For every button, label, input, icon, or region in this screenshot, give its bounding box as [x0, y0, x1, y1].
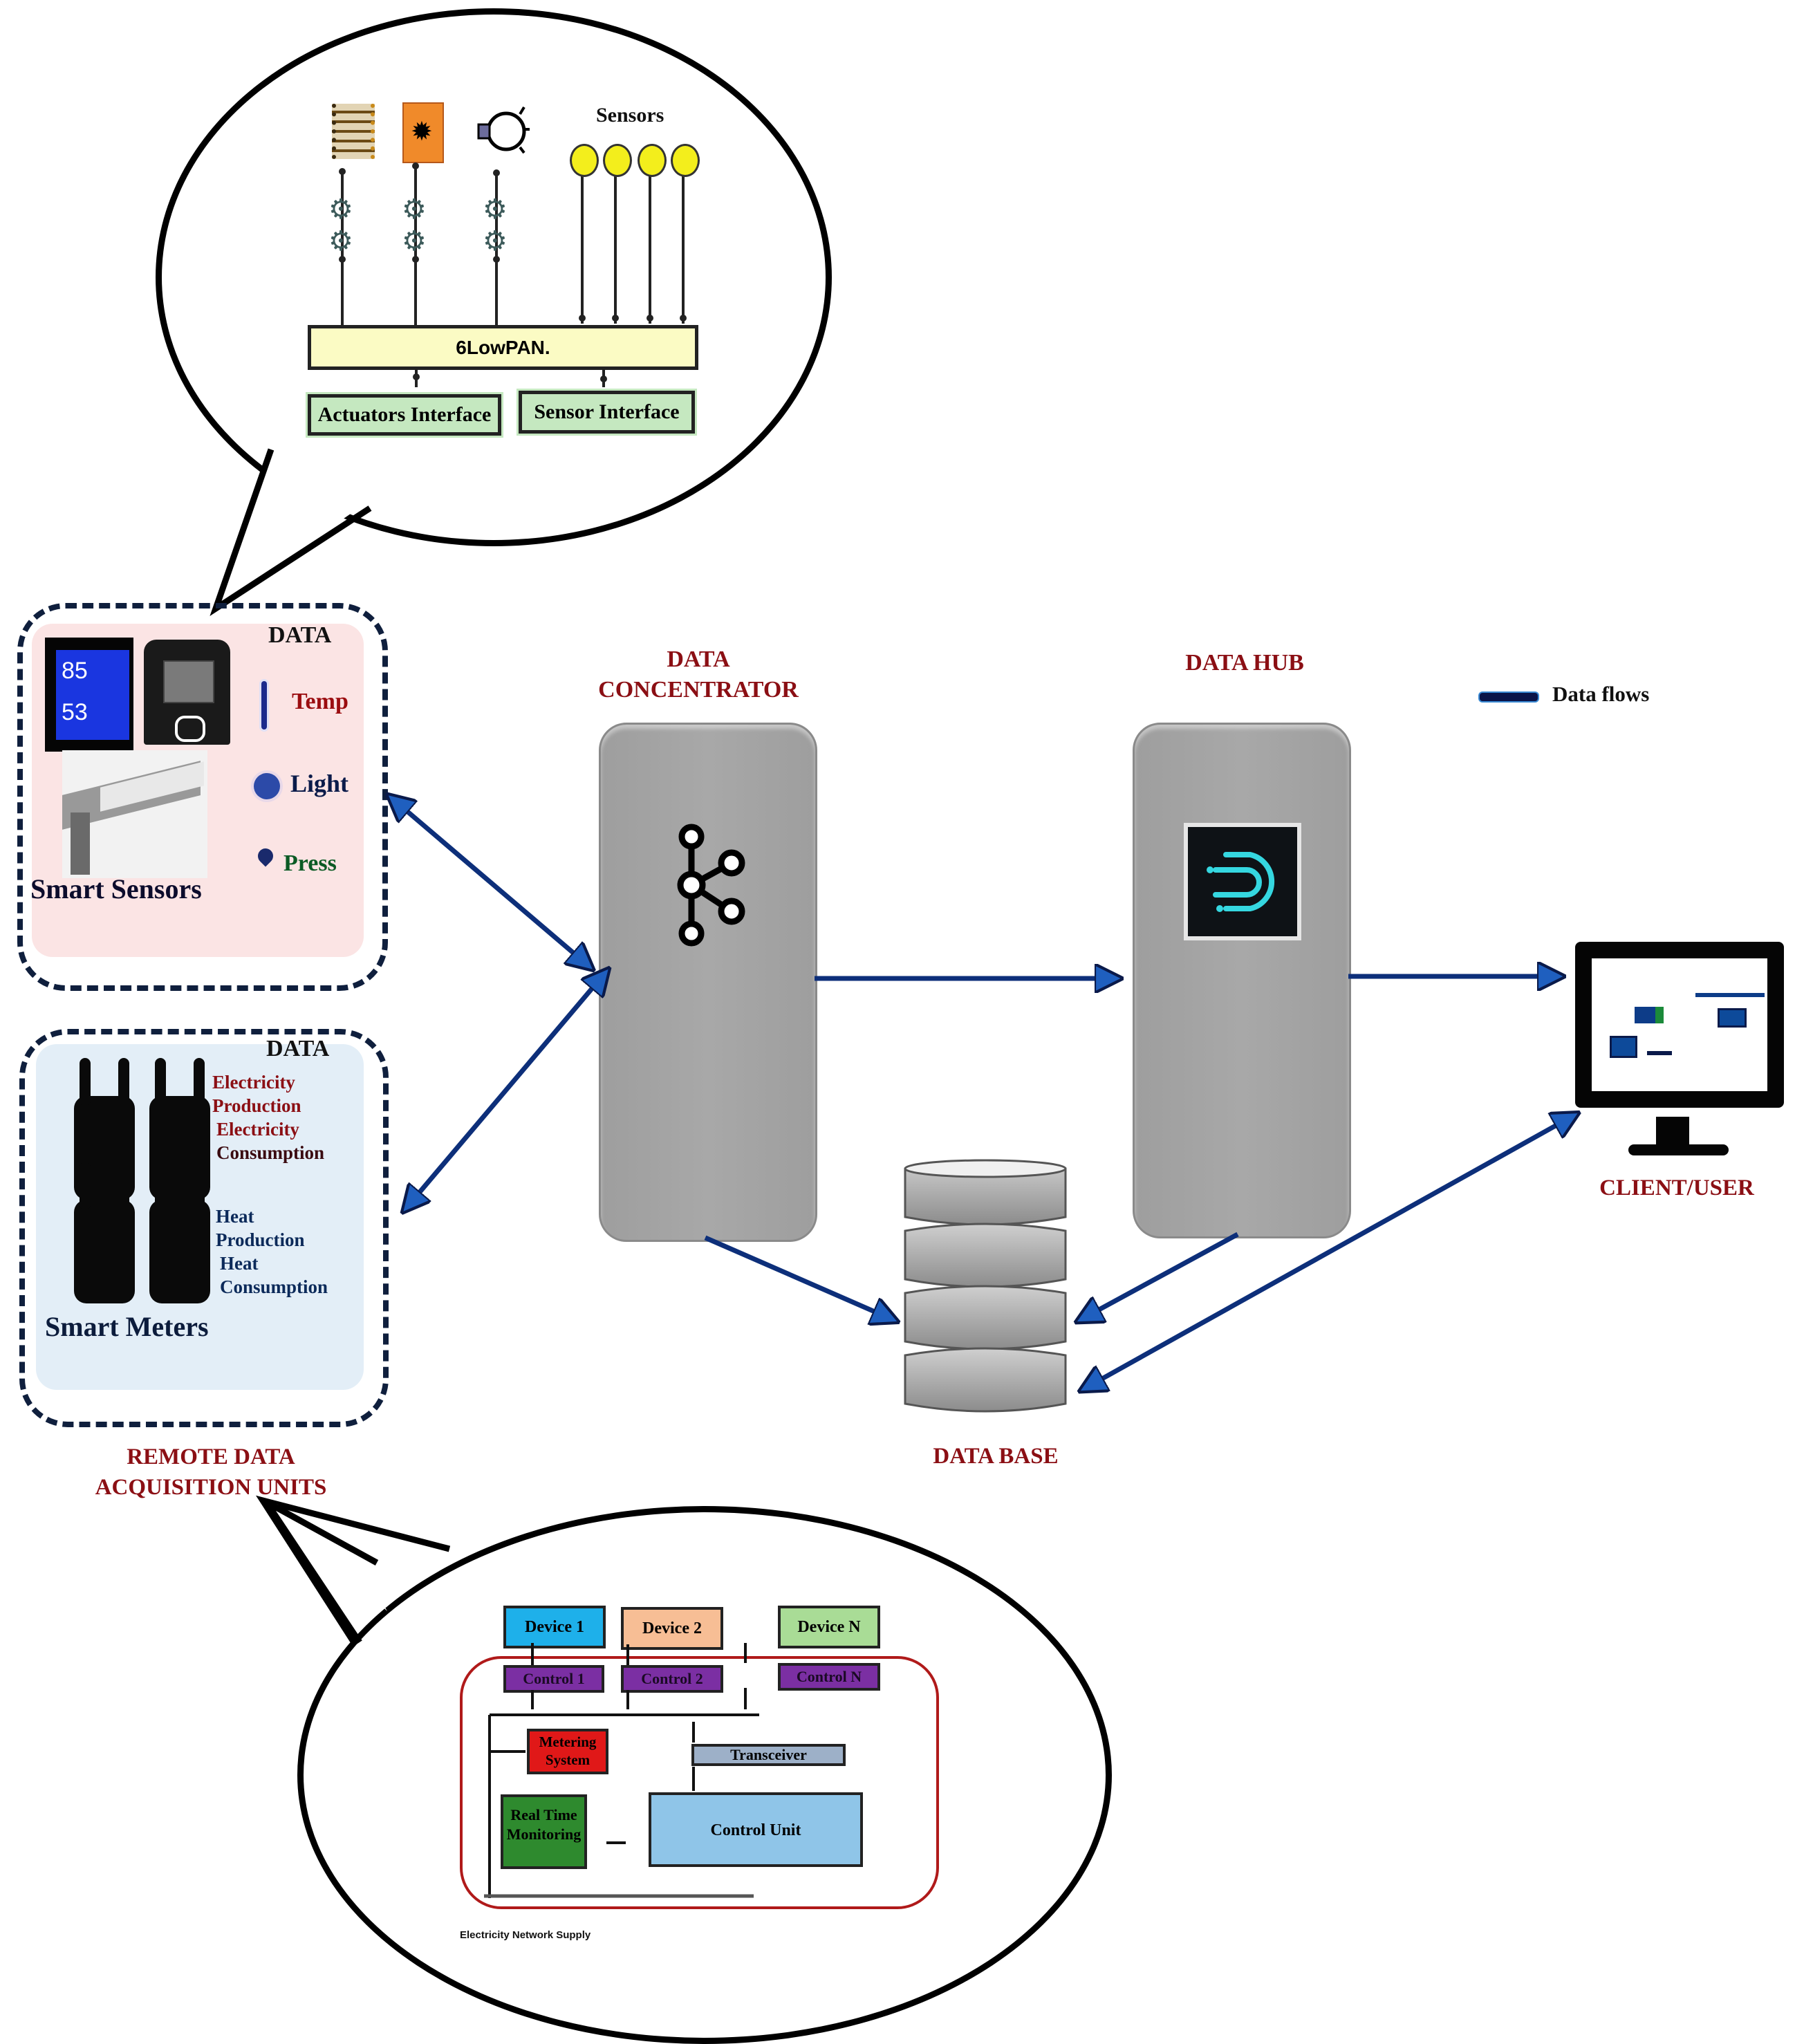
concentrator-label-line-1: DATA: [667, 647, 730, 672]
sensor-interface-box: Sensor Interface: [517, 389, 697, 436]
fire-alarm-icon: ✹: [402, 102, 444, 163]
control-1-box: Control 1: [503, 1665, 604, 1693]
sensors-data-heading: DATA: [268, 622, 332, 648]
heat-production-line-2: Production: [216, 1229, 305, 1250]
smart-meter-icon: [149, 1162, 210, 1303]
real-time-line-1: Real Time: [510, 1806, 577, 1823]
arrow-concentrator-database: [704, 1235, 895, 1321]
temp-label: Temp: [292, 689, 348, 714]
electricity-consumption-line-2: Consumption: [216, 1142, 325, 1163]
press-label: Press: [283, 851, 337, 876]
street-light-icon: [62, 750, 207, 878]
database-icon: [902, 1155, 1068, 1424]
rdau-label: REMOTE DATA ACQUISITION UNITS: [69, 1442, 353, 1503]
arrow-concentrator-meters: [404, 985, 595, 1210]
thermometer-icon: [261, 681, 267, 730]
control-2-box: Control 2: [621, 1665, 723, 1693]
arrow-sensors-concentrator: [404, 809, 591, 968]
smart-sensors-title: Smart Sensors: [30, 873, 202, 904]
metering-system-box: Metering System: [527, 1729, 608, 1774]
device-n-box: Device N: [778, 1606, 880, 1648]
concentrator-label-line-2: CONCENTRATOR: [598, 677, 799, 703]
heat-consumption-line-1: Heat: [220, 1253, 259, 1274]
legend-label: Data flows: [1552, 682, 1650, 706]
actuators-interface-box: Actuators Interface: [306, 392, 503, 438]
data-concentrator-server: [599, 723, 817, 1242]
concentrator-label: DATA CONCENTRATOR: [574, 644, 823, 705]
monitor-base-icon: [1628, 1144, 1729, 1155]
smart-meter-icon: [74, 1162, 135, 1303]
device-2-box: Device 2: [621, 1607, 723, 1650]
rdau-label-line-2: ACQUISITION UNITS: [95, 1475, 327, 1500]
sensor-node-icon: [638, 144, 667, 177]
sensor-node-icon: [570, 144, 599, 177]
client-monitor-icon: [1575, 942, 1784, 1108]
electricity-consumption-line-1: Electricity: [216, 1119, 299, 1140]
control-unit-box: Control Unit: [649, 1792, 863, 1867]
controller-device-icon: [144, 640, 230, 745]
sensor-network-bubble: [156, 8, 832, 546]
database-label: DATA BASE: [933, 1444, 1059, 1469]
smart-meters-title: Smart Meters: [45, 1311, 209, 1342]
light-bulb-icon: [470, 100, 532, 162]
data-hub-server: [1133, 723, 1351, 1238]
heater-coil-icon: [332, 104, 375, 159]
environment-display-icon: 85 53: [45, 638, 133, 752]
electricity-production-line-1: Electricity: [212, 1072, 295, 1093]
dashboard-screen: [1592, 958, 1767, 1091]
data-hub-logo-icon: [1184, 823, 1301, 940]
meters-data-heading: DATA: [266, 1036, 330, 1061]
gear-icon: ⚙⚙: [483, 194, 508, 257]
device-1-box: Device 1: [503, 1606, 606, 1648]
sensor-node-icon: [671, 144, 700, 177]
heat-consumption-line-2: Consumption: [220, 1276, 328, 1297]
sensor-node-icon: [603, 144, 632, 177]
light-dot-icon: [254, 773, 280, 799]
gear-icon: ⚙⚙: [328, 194, 353, 257]
electricity-data-list: Electricity Production Electricity Consu…: [212, 1070, 324, 1164]
data-hub-label: DATA HUB: [1185, 650, 1304, 676]
display-reading-2: 53: [62, 699, 88, 725]
electricity-supply-label: Electricity Network Supply: [460, 1929, 591, 1941]
real-time-line-2: Monitoring: [506, 1825, 582, 1843]
monitor-stand-icon: [1656, 1117, 1689, 1144]
6lowpan-bus: 6LowPAN.: [308, 325, 698, 370]
heat-production-line-1: Heat: [216, 1206, 254, 1227]
display-reading-1: 85: [62, 658, 88, 684]
electricity-production-line-2: Production: [212, 1095, 301, 1116]
sensors-label: Sensors: [596, 104, 664, 127]
arrow-hub-database: [1079, 1232, 1239, 1321]
control-region-outline: [460, 1656, 939, 1909]
legend-line-swatch: [1480, 693, 1538, 701]
smart-meters-unit: [19, 1029, 389, 1427]
client-user-label: CLIENT/USER: [1599, 1176, 1754, 1200]
gear-icon: ⚙⚙: [402, 194, 427, 257]
light-label: Light: [290, 770, 349, 797]
heat-data-list: Heat Production Heat Consumption: [216, 1205, 328, 1299]
real-time-monitoring-box: Real Time Monitoring: [501, 1794, 587, 1869]
transceiver-box: Transceiver: [691, 1744, 846, 1766]
control-n-box: Control N: [778, 1663, 880, 1691]
rdau-label-line-1: REMOTE DATA: [127, 1444, 295, 1469]
